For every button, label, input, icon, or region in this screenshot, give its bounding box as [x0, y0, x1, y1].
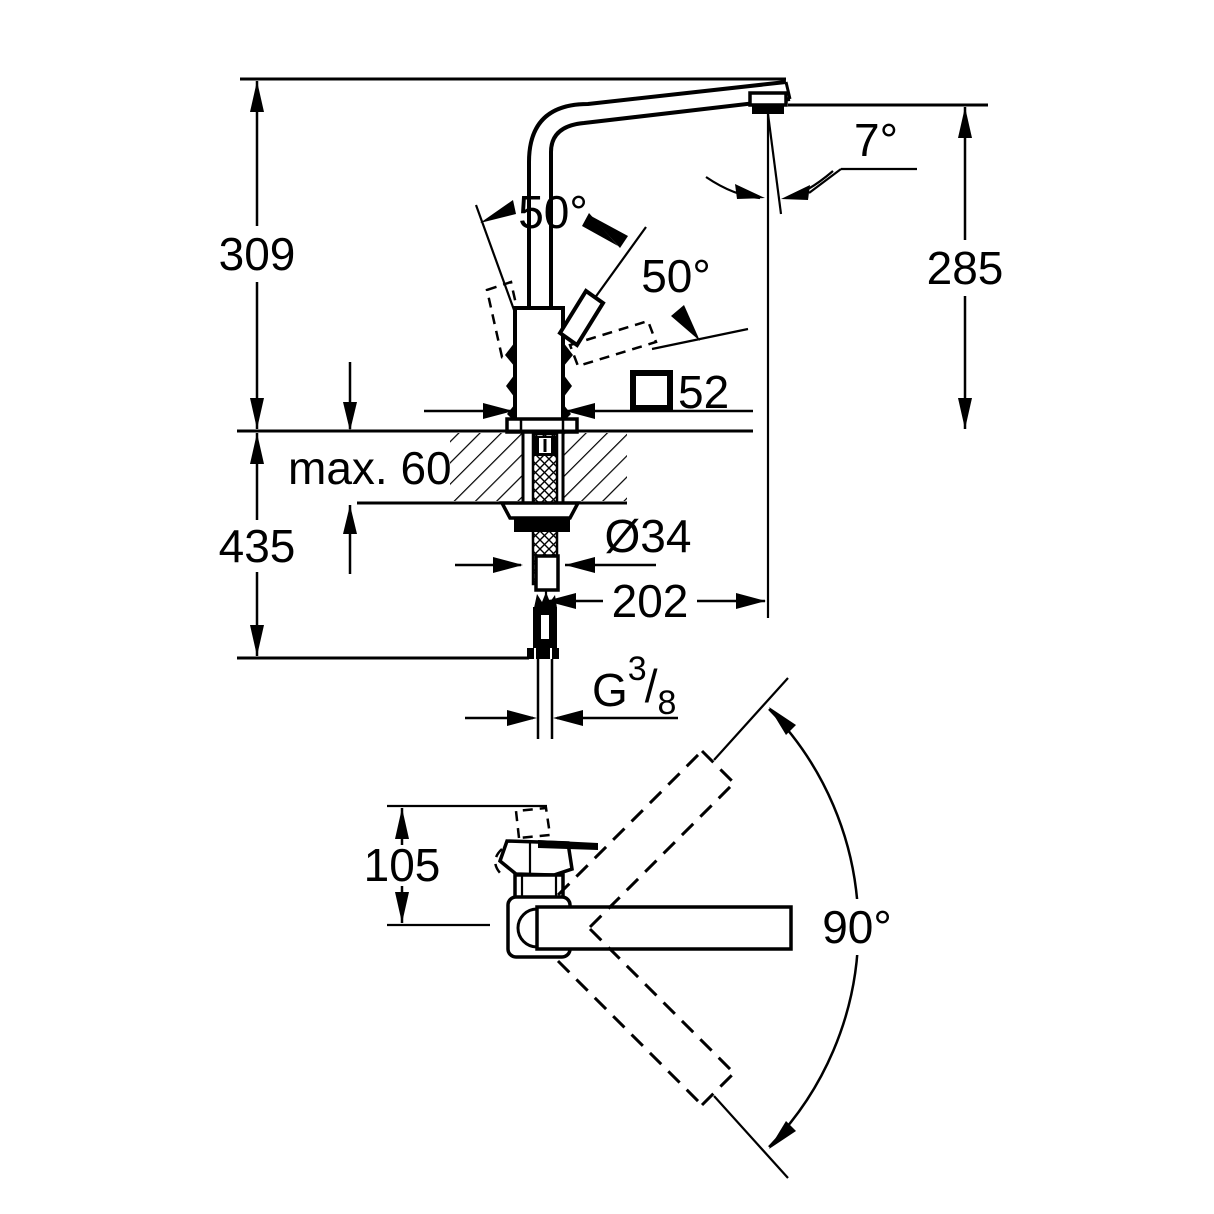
arrowhead-up [343, 505, 357, 534]
dimension-label-202: 202 [612, 575, 689, 627]
dimension-label-105: 105 [364, 839, 441, 891]
body-rectangle [513, 306, 565, 427]
handle-dashed-side [494, 848, 503, 875]
arrowhead-down [343, 402, 357, 431]
arrowhead-down [395, 892, 409, 923]
arrowhead-left [546, 593, 576, 609]
arc-arrowhead [671, 305, 700, 341]
arrowhead-right [507, 710, 537, 726]
arc-arrowhead-right [781, 185, 810, 200]
square-symbol [630, 370, 673, 411]
dimension-7deg: 7° [705, 113, 917, 618]
arrowhead-up [250, 433, 264, 464]
arc-arrowhead-left [735, 184, 765, 199]
faucet-spout-outline [527, 80, 792, 308]
dimension-label-90deg: 90° [822, 901, 892, 953]
dimension-square-52: 52 [424, 366, 753, 419]
dimension-label-285: 285 [927, 242, 1004, 294]
arrowhead-right [493, 557, 523, 573]
handle-dashed-position-right [568, 319, 658, 368]
dimension-50deg-pair: 50° 50° [474, 186, 749, 351]
arrowhead-up [250, 81, 264, 112]
dimension-label-g38: G3/8 [592, 650, 676, 722]
dimension-label-435: 435 [219, 520, 296, 572]
arrowhead-left [553, 710, 583, 726]
leader-line [808, 168, 842, 194]
spout-plan [535, 905, 793, 951]
dimension-label-50deg-right: 50° [641, 250, 711, 302]
connector-crown [534, 592, 557, 608]
dimension-309: 309 [219, 81, 296, 429]
arc-arrowhead [591, 216, 628, 248]
spout-dashed-position-lower [556, 927, 736, 1107]
dimension-90deg: 90° [713, 677, 902, 1179]
dimension-g38: G3/8 [465, 650, 678, 726]
arrowhead-up [958, 107, 972, 138]
arrowhead-down [250, 625, 264, 656]
arrowhead-left [565, 403, 595, 419]
connector-collar [527, 648, 559, 659]
angle-leg-top [713, 677, 789, 761]
hose-connector [527, 592, 559, 739]
arrowhead-right [736, 593, 766, 609]
dimension-285: 285 [788, 103, 1004, 429]
handle-plan [497, 839, 598, 877]
dimension-435: 435 [219, 433, 529, 660]
dimension-label-50deg-left: 50° [518, 186, 588, 238]
dimension-label-52: 52 [678, 366, 729, 418]
arrowhead-left [565, 557, 595, 573]
handle-blade [538, 840, 598, 850]
dimension-label-7deg: 7° [854, 114, 898, 166]
handle-lever [557, 288, 606, 348]
arc-arrowhead-top [769, 707, 796, 735]
dimension-label-309: 309 [219, 228, 296, 280]
angle-leg-right [651, 327, 749, 351]
arc-arrowhead [582, 213, 618, 246]
plan-view: 105 [364, 677, 902, 1179]
dimension-label-dia34: Ø34 [605, 510, 692, 562]
handle-dashed-up-position [514, 806, 552, 840]
spout-outer-edge [527, 80, 787, 308]
dimension-label-max60: max. 60 [288, 442, 452, 494]
shank-tip [534, 554, 560, 592]
outlet-tilt-line [766, 113, 783, 215]
dimension-max-60: max. 60 [288, 362, 452, 574]
dimension-202: 202 [546, 575, 766, 627]
arrowhead-up [395, 808, 409, 839]
stabilizer-washer [499, 501, 581, 520]
hatch-right [563, 433, 627, 501]
faucet-body [505, 288, 606, 434]
countertop-section [237, 429, 753, 505]
mounting-nut [514, 518, 570, 532]
spout-pivot-semicircle [516, 907, 538, 949]
aerator-outlet [752, 104, 784, 114]
hatch-left [450, 433, 523, 501]
side-elevation-view: 309 7° 285 [219, 77, 1004, 739]
dimension-105: 105 [364, 804, 547, 927]
arrowhead-right [483, 403, 513, 419]
arc-arrowhead [480, 200, 516, 223]
spout-inner-edge [549, 97, 791, 308]
angle-leg-bottom [713, 1095, 789, 1179]
arrowhead-down [958, 398, 972, 429]
aerator-housing [748, 91, 788, 107]
spout-tip-cap [784, 81, 792, 100]
arrowhead-down [250, 398, 264, 429]
mounting-shank [499, 432, 581, 600]
dimension-dia-34: Ø34 [455, 510, 691, 573]
arc-arrowhead-bottom [769, 1121, 796, 1149]
spout-dashed-position-upper [556, 749, 736, 929]
